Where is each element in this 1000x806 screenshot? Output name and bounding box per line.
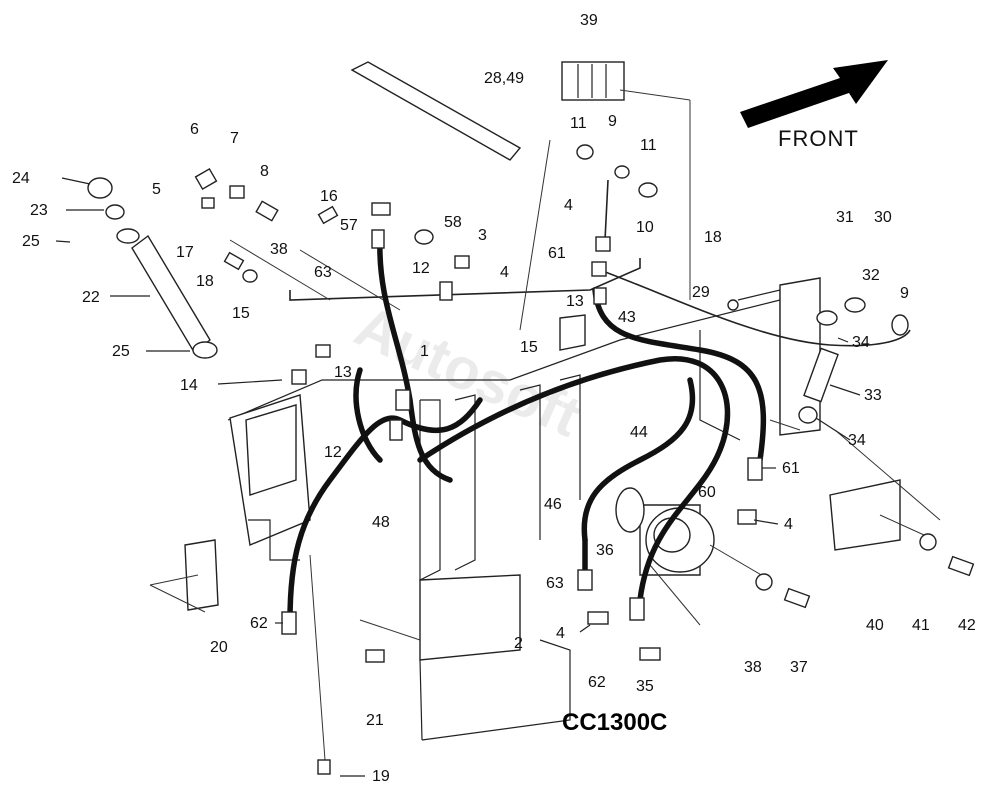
callout-43: 43 (618, 309, 636, 326)
fittings (194, 144, 975, 775)
callout-11-b: 11 (640, 137, 657, 154)
mount-bracket (829, 479, 901, 551)
callout-19: 19 (372, 768, 390, 785)
hydraulic-cylinder (87, 177, 218, 359)
callout-35: 35 (636, 678, 654, 695)
callout-16: 16 (320, 188, 338, 205)
callout-38-b: 38 (744, 659, 762, 676)
callout-42: 42 (958, 617, 976, 634)
callout-44: 44 (630, 424, 648, 441)
hydraulic-hoses (287, 179, 911, 623)
callout-34-a: 34 (852, 334, 870, 351)
connector-block (561, 61, 625, 101)
part-callouts: 39 28,49 6 7 8 11 9 11 24 5 23 16 4 10 5… (12, 12, 976, 785)
callout-33: 33 (864, 387, 882, 404)
front-arrow-icon (740, 60, 888, 128)
callout-34-b: 34 (848, 432, 866, 449)
callout-4-d: 4 (556, 625, 565, 642)
callout-46: 46 (544, 496, 562, 513)
callout-63-a: 63 (314, 264, 332, 281)
callout-13-b: 13 (334, 364, 352, 381)
callout-1: 1 (420, 343, 429, 360)
callout-13-a: 13 (566, 293, 584, 310)
callout-38-a: 38 (270, 241, 288, 258)
label-leaders (55, 177, 861, 777)
callout-9-a: 9 (608, 113, 617, 130)
callout-7: 7 (230, 130, 239, 147)
callout-62-b: 62 (588, 674, 606, 691)
callout-8: 8 (260, 163, 269, 180)
callout-3: 3 (478, 227, 487, 244)
callout-20: 20 (210, 639, 228, 656)
callout-61-b: 61 (782, 460, 800, 477)
callout-15-a: 15 (232, 305, 250, 322)
mounting-plate (350, 61, 522, 161)
callout-4-a: 4 (564, 197, 573, 214)
watermark: Autosoft (346, 293, 590, 449)
callout-25-b: 25 (112, 343, 130, 360)
callout-30: 30 (874, 209, 892, 226)
callout-11-a: 11 (570, 115, 587, 132)
callout-17: 17 (176, 244, 194, 261)
callout-12-a: 12 (412, 260, 430, 277)
callout-28-49: 28,49 (484, 70, 524, 87)
callout-39: 39 (580, 12, 598, 29)
callout-23: 23 (30, 202, 48, 219)
callout-25-a: 25 (22, 233, 40, 250)
callout-58: 58 (444, 214, 462, 231)
callout-18-b: 18 (196, 273, 214, 290)
callout-15-b: 15 (520, 339, 538, 356)
callout-2: 2 (514, 635, 523, 652)
callout-61-a: 61 (548, 245, 566, 262)
callout-40: 40 (866, 617, 884, 634)
callout-62-a: 62 (250, 615, 268, 632)
callout-22: 22 (82, 289, 100, 306)
callout-6: 6 (190, 121, 199, 138)
callout-4-b: 4 (500, 264, 509, 281)
callout-14: 14 (180, 377, 198, 394)
callout-18-a: 18 (704, 229, 722, 246)
frame-outline (184, 258, 901, 741)
callout-9-b: 9 (900, 285, 909, 302)
callout-32: 32 (862, 267, 880, 284)
callout-36: 36 (596, 542, 614, 559)
callout-41: 41 (912, 617, 930, 634)
side-bracket (184, 539, 219, 611)
callout-5: 5 (152, 181, 161, 198)
callout-31: 31 (836, 209, 854, 226)
callout-63-b: 63 (546, 575, 564, 592)
callout-48: 48 (372, 514, 390, 531)
drawing-code: CC1300C (562, 709, 667, 736)
callout-60: 60 (698, 484, 716, 501)
callout-37: 37 (790, 659, 808, 676)
callout-29: 29 (692, 284, 710, 301)
callout-21: 21 (366, 712, 384, 729)
front-label: FRONT (778, 126, 859, 151)
callout-12-b: 12 (324, 444, 342, 461)
callout-10: 10 (636, 219, 654, 236)
callout-57: 57 (340, 217, 358, 234)
callout-24: 24 (12, 170, 30, 187)
callout-4-c: 4 (784, 516, 793, 533)
